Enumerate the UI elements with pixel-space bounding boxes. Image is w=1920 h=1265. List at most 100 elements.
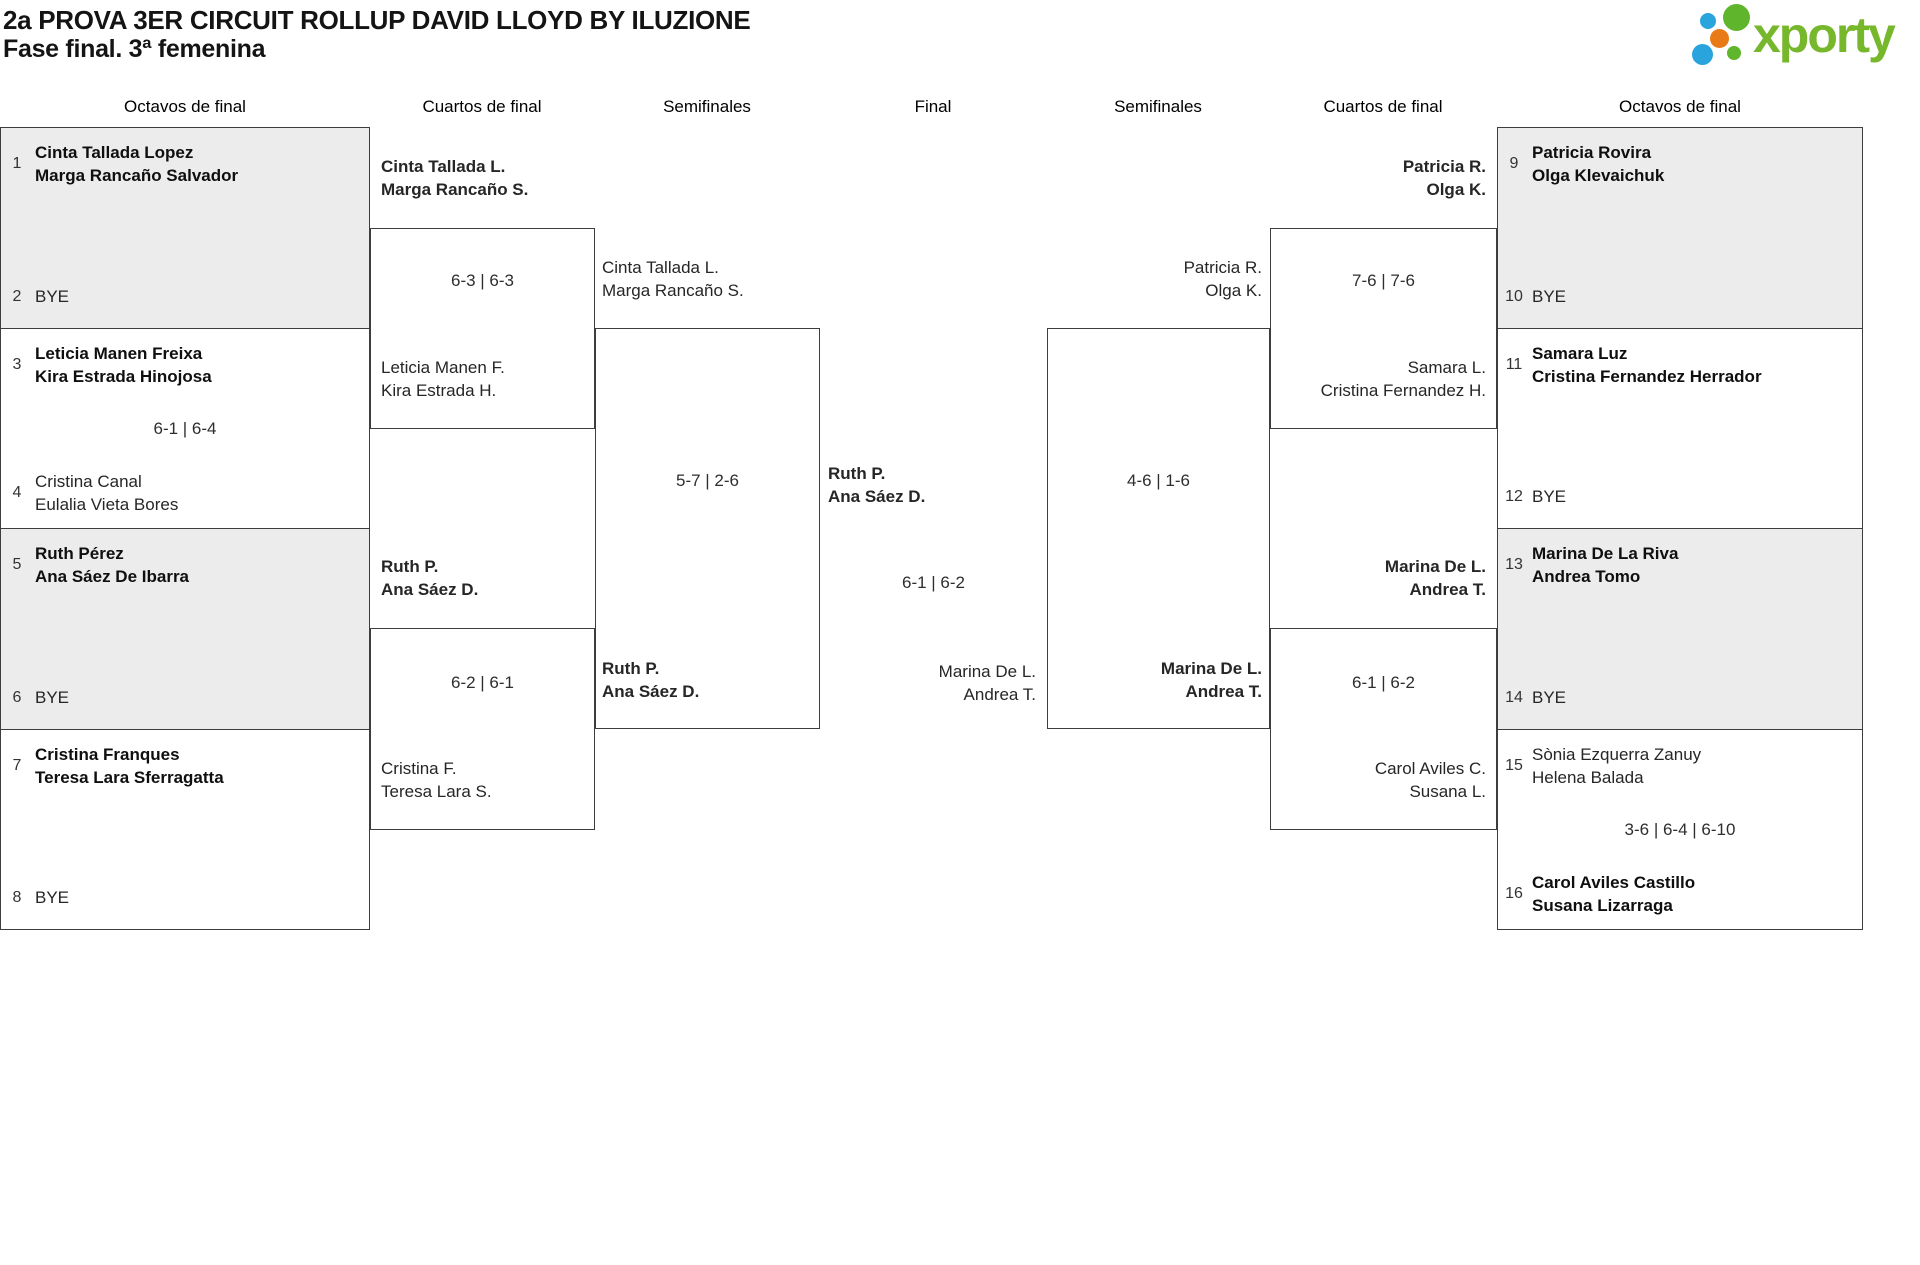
semifinal-left-top-team: Cinta Tallada L. Marga Rancaño S.: [602, 256, 744, 302]
round-header-final: Final: [914, 97, 952, 116]
player-name: Ruth P.: [828, 464, 886, 483]
seed-number: 11: [1505, 356, 1523, 373]
match-score: 4-6 | 1-6: [1126, 471, 1190, 490]
final-winner: Ruth P. Ana Sáez D.: [828, 462, 925, 508]
seed-number: 14: [1505, 688, 1523, 706]
player-name: Marina De La Riva: [1532, 544, 1679, 563]
seed-number: 12: [1505, 487, 1523, 505]
seed-number: 3: [12, 356, 22, 373]
seed-number: 16: [1505, 885, 1523, 902]
team-slot: 4 Cristina Canal Eulalia Vieta Bores: [7, 470, 365, 516]
logo-dot-icon: [1710, 29, 1729, 48]
cuartos-left-match-2: [370, 628, 595, 830]
player-name: Ana Sáez D.: [828, 487, 926, 506]
match-score: 6-2 | 6-1: [450, 673, 514, 692]
match-score: 7-6 | 7-6: [1351, 271, 1415, 290]
match-score: 6-3 | 6-3: [450, 271, 514, 290]
player-name: Andrea T.: [963, 685, 1036, 704]
round-header-semis-left: Semifinales: [663, 97, 751, 116]
player-name: Ana Sáez D.: [602, 682, 700, 701]
bye-label: BYE: [1532, 287, 1567, 306]
logo-dot-icon: [1723, 4, 1750, 31]
player-name: Andrea Tomo: [1532, 567, 1641, 586]
player-name: Marga Rancaño Salvador: [35, 166, 239, 185]
round-header-semis-right: Semifinales: [1114, 97, 1202, 116]
cuartos-right-1-loser: Samara L. Cristina Fernandez H.: [1270, 356, 1486, 402]
seed-number: 5: [12, 556, 22, 573]
xporty-logo: xporty: [1685, 0, 1917, 72]
semifinal-left-winner: Ruth P. Ana Sáez D.: [602, 657, 699, 703]
player-name: Kira Estrada H.: [381, 381, 497, 400]
cuartos-left-match-1: [370, 228, 595, 429]
player-name: Cinta Tallada L.: [602, 258, 719, 277]
player-name: Marina De L.: [1160, 659, 1262, 678]
cuartos-left-1-winner: Cinta Tallada L. Marga Rancaño S.: [381, 155, 528, 201]
cuartos-right-2-winner: Marina De L. Andrea T.: [1270, 555, 1486, 601]
semifinal-left-match: [595, 328, 820, 729]
player-name: Ruth P.: [381, 557, 439, 576]
logo-dot-icon: [1727, 46, 1741, 60]
semifinal-right-match: [1047, 328, 1270, 729]
seed-number: 8: [12, 888, 22, 906]
semifinal-right-top-team: Patricia R. Olga K.: [1047, 256, 1262, 302]
team-slot: 9 Patricia Rovira Olga Klevaichuk: [1504, 141, 1858, 187]
cuartos-right-match-1: [1270, 228, 1497, 429]
logo-dot-icon: [1692, 44, 1713, 65]
player-name: Ana Sáez De Ibarra: [35, 567, 190, 586]
player-name: Leticia Manen F.: [381, 358, 505, 377]
player-name: Andrea T.: [1409, 580, 1486, 599]
player-name: Olga Klevaichuk: [1532, 166, 1665, 185]
player-name: Teresa Lara S.: [381, 782, 492, 801]
player-name: Leticia Manen Freixa: [35, 344, 203, 363]
player-name: Andrea T.: [1185, 682, 1262, 701]
semifinal-right-winner: Marina De L. Andrea T.: [1047, 657, 1262, 703]
team-slot: 14 BYE: [1504, 686, 1858, 709]
seed-number: 1: [12, 155, 22, 172]
player-name: Eulalia Vieta Bores: [35, 495, 179, 514]
match-score: 6-1 | 6-4: [153, 418, 217, 438]
round-header-cuartos-right: Cuartos de final: [1323, 97, 1443, 116]
player-name: Marga Rancaño S.: [381, 180, 529, 199]
page-subtitle: Fase final. 3ª femenina: [3, 35, 266, 63]
octavos-right-match-3: 13 Marina De La Riva Andrea Tomo 14 BYE: [1497, 528, 1863, 730]
bye-label: BYE: [35, 888, 70, 907]
cuartos-right-match-2: [1270, 628, 1497, 830]
player-name: Patricia Rovira: [1532, 143, 1652, 162]
match-score: 6-1 | 6-2: [901, 573, 965, 592]
round-header-octavos-right: Octavos de final: [1619, 97, 1741, 116]
player-name: Marga Rancaño S.: [602, 281, 744, 300]
seed-number: 2: [12, 287, 22, 305]
cuartos-right-1-winner: Patricia R. Olga K.: [1270, 155, 1486, 201]
bye-label: BYE: [1532, 487, 1567, 506]
cuartos-left-2-loser: Cristina F. Teresa Lara S.: [381, 757, 492, 803]
match-score: 5-7 | 2-6: [675, 471, 739, 490]
player-name: Patricia R.: [1402, 157, 1486, 176]
player-name: Ana Sáez D.: [381, 580, 479, 599]
player-name: Sònia Ezquerra Zanuy: [1532, 745, 1702, 764]
round-header-cuartos-left: Cuartos de final: [422, 97, 542, 116]
bye-label: BYE: [1532, 688, 1567, 707]
octavos-left-match-3: 5 Ruth Pérez Ana Sáez De Ibarra 6 BYE: [0, 528, 370, 730]
player-name: Marina De L.: [1384, 557, 1486, 576]
player-name: Helena Balada: [1532, 768, 1644, 787]
logo-wordmark: xporty: [1753, 7, 1896, 63]
player-name: Olga K.: [1205, 281, 1262, 300]
player-name: Cristina Franques: [35, 745, 180, 764]
cuartos-left-2-winner: Ruth P. Ana Sáez D.: [381, 555, 478, 601]
team-slot: 16 Carol Aviles Castillo Susana Lizarrag…: [1504, 871, 1858, 917]
seed-number: 13: [1505, 556, 1523, 573]
player-name: Samara Luz: [1532, 344, 1628, 363]
player-name: Susana Lizarraga: [1532, 896, 1673, 915]
match-score: 6-1 | 6-2: [1351, 673, 1415, 692]
player-name: Cinta Tallada Lopez: [35, 143, 194, 162]
team-slot: 10 BYE: [1504, 285, 1858, 308]
octavos-right-match-2: 11 Samara Luz Cristina Fernandez Herrado…: [1497, 328, 1863, 529]
player-name: Cinta Tallada L.: [381, 157, 506, 176]
octavos-right-match-1: 9 Patricia Rovira Olga Klevaichuk 10 BYE: [1497, 127, 1863, 329]
player-name: Ruth P.: [602, 659, 660, 678]
player-name: Ruth Pérez: [35, 544, 124, 563]
octavos-right-match-4: 15 Sònia Ezquerra Zanuy Helena Balada 3-…: [1497, 729, 1863, 930]
seed-number: 9: [1509, 155, 1519, 172]
team-slot: 7 Cristina Franques Teresa Lara Sferraga…: [7, 743, 365, 789]
